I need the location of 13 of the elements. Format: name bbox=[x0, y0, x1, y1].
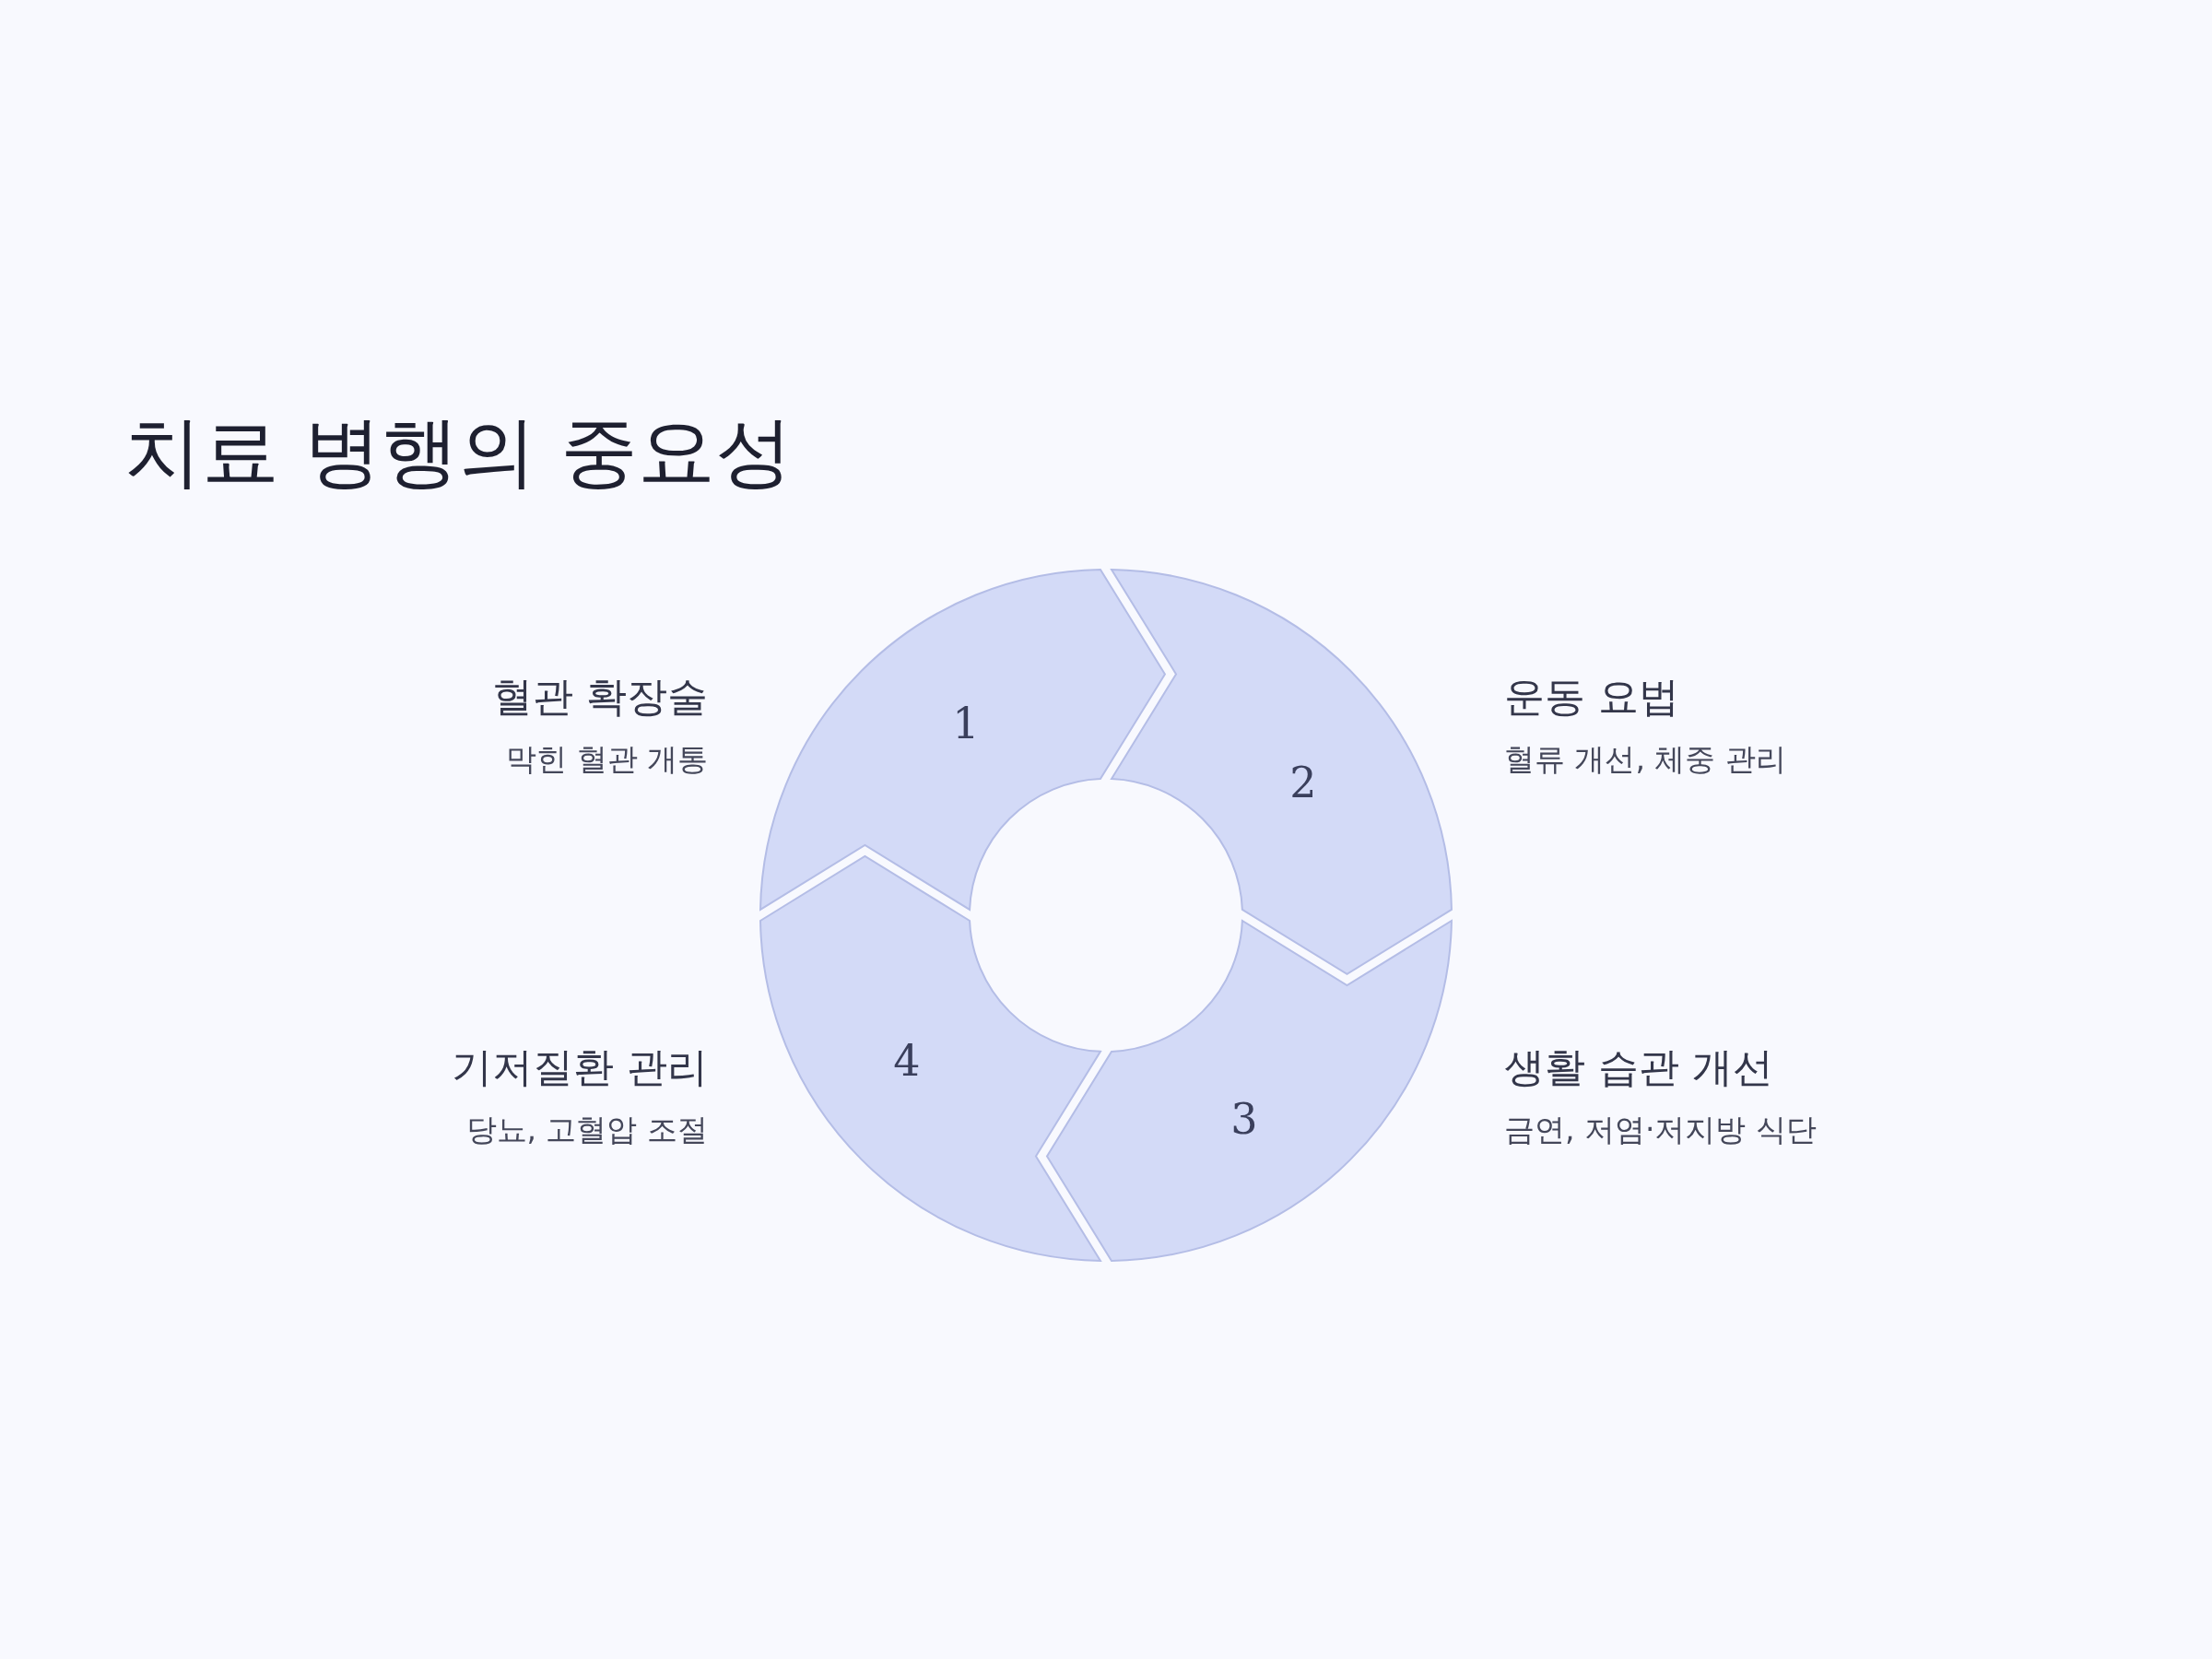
step-number: 3 bbox=[1230, 1098, 1258, 1140]
step-description: 막힌 혈관 개통 bbox=[506, 741, 708, 778]
step-heading: 혈관 확장술 bbox=[492, 673, 708, 722]
step-description: 금연, 저염·저지방 식단 bbox=[1504, 1112, 1817, 1148]
step-description: 당뇨, 고혈압 조절 bbox=[465, 1112, 708, 1148]
step-heading: 운동 요법 bbox=[1504, 673, 1679, 722]
step-heading: 생활 습관 개선 bbox=[1504, 1043, 1773, 1092]
step-number: 4 bbox=[893, 1040, 921, 1082]
step-description: 혈류 개선, 체중 관리 bbox=[1504, 741, 1786, 778]
title: 치료 병행의 중요성 bbox=[124, 406, 794, 499]
step-heading: 기저질환 관리 bbox=[452, 1043, 708, 1092]
step-number: 1 bbox=[952, 702, 980, 745]
step-number: 2 bbox=[1289, 761, 1317, 804]
